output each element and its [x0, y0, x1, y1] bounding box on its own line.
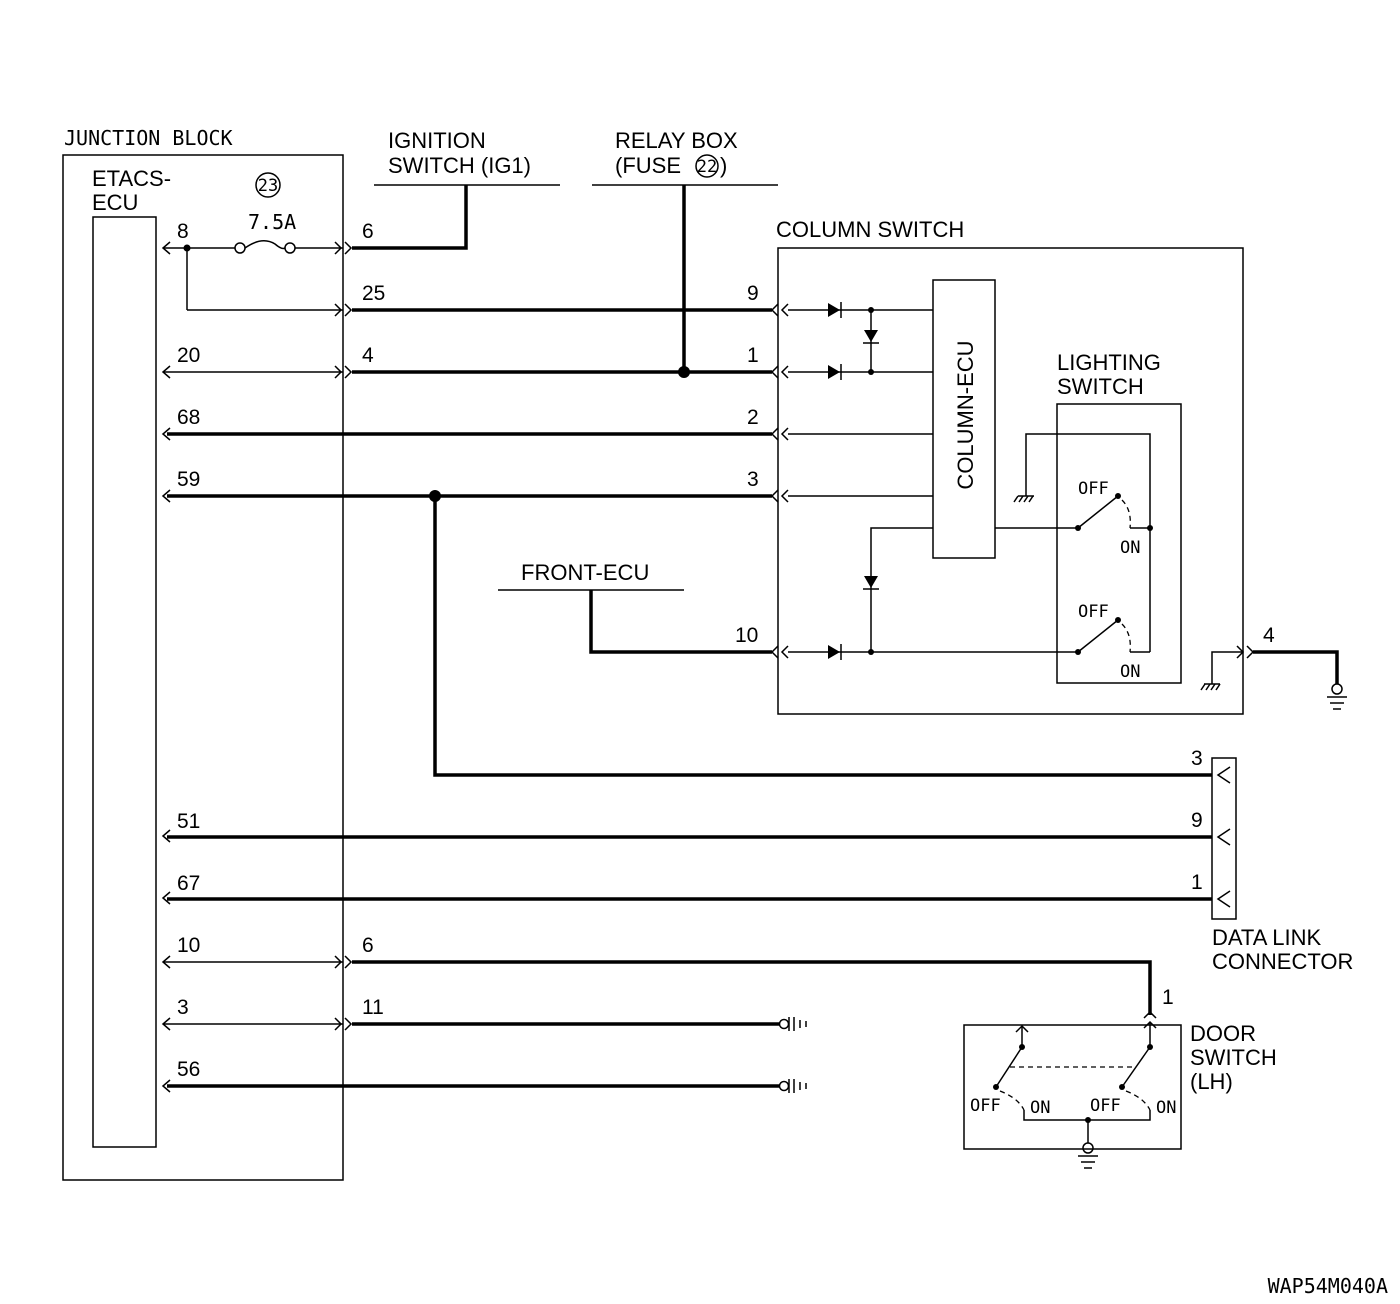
column-switch-pin-labels: 9 1 2 3 10 4 [735, 282, 1275, 647]
junction-pin: 11 [362, 996, 384, 1019]
fuse-22-circle [695, 154, 719, 178]
etacs-pin: 68 [177, 406, 200, 429]
main-wires [167, 308, 1212, 1088]
etacs-ecu-label-1: ETACS- [92, 166, 171, 191]
figure-code: WAP54M040A [1268, 1274, 1388, 1298]
column-switch-outline [777, 247, 1244, 715]
fuse-terminal-left [234, 242, 246, 254]
junction-pin: 4 [362, 344, 374, 367]
etacs-ecu-outline [92, 216, 157, 1148]
etacs-pin: 8 [177, 220, 189, 243]
door-switch-outline [963, 1024, 1182, 1150]
ignition-switch: IGNITION SWITCH (IG1) [352, 128, 560, 250]
column-pin: 4 [1263, 624, 1275, 647]
junction-outer-pin-labels: 6 25 4 6 11 [362, 220, 385, 1019]
door-on-label-1: ON [1030, 1098, 1050, 1118]
column-pin: 9 [747, 282, 759, 305]
door-switch-label-2: SWITCH [1190, 1045, 1277, 1070]
ground-symbols [778, 1017, 807, 1093]
door-on-label-2: ON [1156, 1098, 1176, 1118]
column-pin: 10 [735, 624, 758, 647]
junction-internal-wiring [164, 240, 343, 1025]
dlc-label-1: DATA LINK [1212, 925, 1322, 950]
etacs-pin: 10 [177, 934, 200, 957]
lighting-switch-label-2: SWITCH [1057, 374, 1144, 399]
etacs-pin: 20 [177, 344, 200, 367]
junction-block-outline [62, 154, 344, 1181]
etacs-ecu-label-2: ECU [92, 190, 138, 215]
ignition-switch-label-1: IGNITION [388, 128, 486, 153]
junction-block: JUNCTION BLOCK ETACS- ECU 23 7.5A [62, 126, 344, 1181]
door-off-label-1: OFF [970, 1096, 1001, 1116]
dlc-pin: 1 [1191, 871, 1203, 894]
door-switch: 1 OFF ON OFF ON DOOR SWITCH (LH) [963, 986, 1277, 1169]
etacs-pin-labels: 8 20 68 59 51 67 10 3 56 [177, 220, 200, 1081]
lighting-on-label: ON [1120, 538, 1140, 558]
dlc-pin: 9 [1191, 809, 1203, 832]
relay-box-label-suffix: ) [720, 153, 727, 178]
front-ecu: FRONT-ECU [498, 560, 772, 654]
junction-pin: 6 [362, 934, 374, 957]
etacs-pin: 67 [177, 872, 200, 895]
fuse-rating: 7.5A [248, 210, 296, 234]
column-pin: 1 [747, 344, 759, 367]
column-ecu-label: COLUMN-ECU [953, 340, 978, 489]
relay-box: RELAY BOX (FUSE 22 ) [592, 128, 778, 378]
relay-box-label-1: RELAY BOX [615, 128, 738, 153]
dlc-label-2: CONNECTOR [1212, 949, 1353, 974]
fuse-23-circle [255, 172, 281, 198]
dlc-pin: 3 [1191, 747, 1203, 770]
relay-box-label-2: (FUSE [615, 153, 681, 178]
dlc-outline [1211, 757, 1237, 920]
lighting-switch-label-1: LIGHTING [1057, 350, 1161, 375]
etacs-pin: 56 [177, 1058, 200, 1081]
lighting-on-label-2: ON [1120, 662, 1140, 682]
door-off-label-2: OFF [1090, 1096, 1121, 1116]
lighting-switch-outline [1056, 403, 1182, 684]
fuse-element [244, 240, 286, 250]
data-link-connector: 3 9 1 DATA LINK CONNECTOR [1191, 747, 1353, 974]
fuse-23-number: 23 [258, 176, 278, 196]
etacs-pin: 3 [177, 996, 189, 1019]
etacs-pin: 59 [177, 468, 200, 491]
junction-connector-marks [334, 241, 353, 1031]
door-switch-pin: 1 [1162, 986, 1174, 1009]
column-pin: 3 [747, 468, 759, 491]
door-switch-label-1: DOOR [1190, 1021, 1256, 1046]
lighting-off-label: OFF [1078, 479, 1109, 499]
fuse-terminal-right [284, 242, 296, 254]
column-switch-title: COLUMN SWITCH [776, 217, 964, 242]
lighting-off-label-2: OFF [1078, 602, 1109, 622]
junction-block-title: JUNCTION BLOCK [64, 126, 233, 150]
junction-pin: 25 [362, 282, 385, 305]
front-ecu-label: FRONT-ECU [521, 560, 649, 585]
junction-pin: 6 [362, 220, 374, 243]
column-ecu-outline [932, 279, 996, 559]
column-switch: COLUMN SWITCH COLUMN-ECU LIGHTING SWITCH [770, 217, 1347, 715]
column-pin: 2 [747, 406, 759, 429]
door-switch-label-3: (LH) [1190, 1069, 1233, 1094]
etacs-pin: 51 [177, 810, 200, 833]
fuse-22-number: 22 [697, 157, 717, 177]
ignition-switch-label-2: SWITCH (IG1) [388, 153, 531, 178]
etacs-connector-marks [161, 241, 171, 1093]
